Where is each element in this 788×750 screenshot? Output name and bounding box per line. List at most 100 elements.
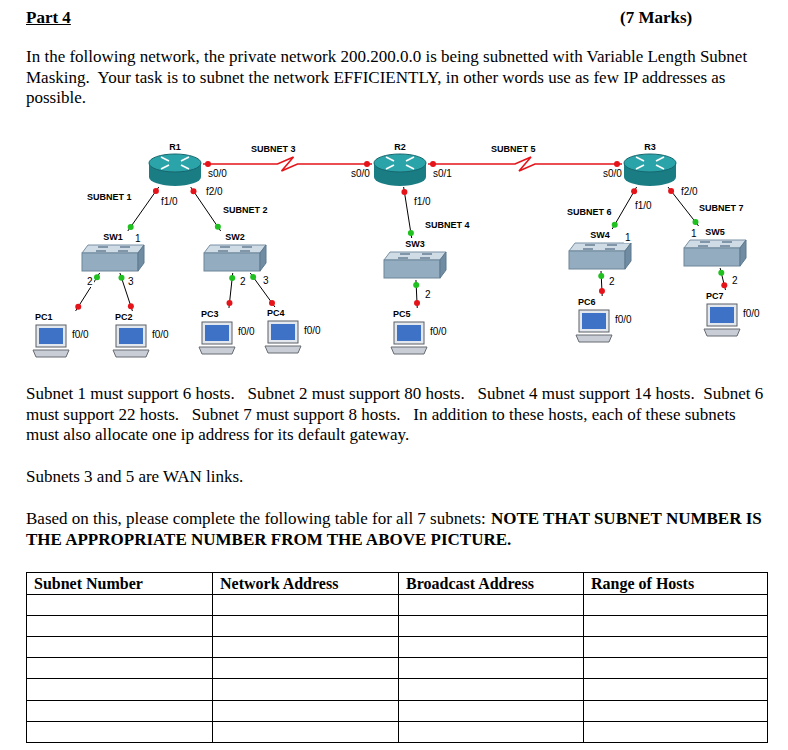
link-status-dot [153, 188, 159, 194]
link-status-dot [598, 273, 604, 279]
link-status-dot [94, 274, 100, 280]
link-status-dot [408, 230, 414, 236]
subnet-label: SUBNET 3 [250, 144, 297, 155]
switch-icon [382, 250, 448, 280]
marks-note: (7 Marks) [620, 8, 692, 28]
switch-node: SW3 [382, 238, 448, 280]
port-number: 1 [134, 233, 142, 244]
interface-name: f1/0 [413, 196, 432, 207]
switch-icon [202, 243, 268, 273]
interface-name: f0/0 [72, 329, 89, 340]
pc-icon [32, 323, 70, 359]
interface-name: f2/0 [680, 186, 699, 197]
link-status-dot [599, 288, 605, 294]
subnet-label: SUBNET 7 [698, 203, 745, 214]
port-number: 3 [262, 275, 270, 286]
subnet-label: SUBNET 5 [490, 144, 537, 155]
device-name: SW2 [202, 231, 268, 243]
network-link [250, 273, 275, 307]
network-link [668, 187, 699, 226]
table-rule [26, 594, 768, 595]
link-status-dot [128, 224, 134, 230]
interface-name: f1/0 [160, 196, 179, 207]
network-link [612, 187, 636, 229]
network-link [428, 157, 622, 171]
table-header: Network Address [220, 574, 338, 593]
link-status-dot [364, 161, 370, 167]
link-status-dot [229, 275, 235, 281]
link-status-dot [190, 188, 196, 194]
port-number: 1 [624, 232, 632, 243]
link-status-dot [612, 222, 618, 228]
switch-icon [567, 241, 633, 271]
interface-name: f0/0 [615, 314, 632, 325]
table-rule [26, 636, 768, 637]
link-status-dot [250, 274, 256, 280]
link-status-dot [668, 188, 674, 194]
device-name: R1 [147, 141, 203, 153]
interface-name: s0/1 [432, 168, 453, 179]
link-status-dot [718, 270, 724, 276]
pc-icon [112, 323, 150, 359]
link-status-dot [118, 275, 124, 281]
pc-node: PC5 f0/0 [390, 308, 447, 356]
link-status-dot [226, 300, 232, 306]
network-link [76, 273, 100, 311]
switch-icon [80, 243, 146, 273]
link-status-dot [401, 189, 407, 195]
port-number: 2 [731, 275, 739, 286]
pc-icon [390, 320, 428, 356]
interface-name: f0/0 [430, 326, 447, 337]
pc-node: PC1f0/0 [32, 311, 89, 359]
device-name: R3 [622, 141, 678, 153]
link-status-dot [631, 188, 637, 194]
link-status-dot [205, 161, 211, 167]
interface-name: f0/0 [238, 326, 255, 337]
table-header: Subnet Number [34, 574, 143, 593]
link-status-dot [414, 300, 420, 306]
device-name: PC6 [575, 296, 632, 308]
subnet-label: SUBNET 1 [86, 192, 133, 203]
pc-icon [264, 319, 302, 355]
table-header: Range of Hosts [591, 574, 694, 593]
router-icon [622, 153, 678, 187]
interface-name: s0/0 [350, 168, 371, 179]
instruction-paragraph: Based on this, please complete the follo… [26, 509, 771, 550]
port-number: 2 [608, 276, 616, 287]
router-node: R1 [147, 141, 203, 187]
port-number: 2 [239, 276, 247, 287]
link-status-dot [75, 304, 81, 310]
port-number: 1 [690, 228, 698, 239]
interface-name: f2/0 [205, 186, 224, 197]
wan-note: Subnets 3 and 5 are WAN links. [26, 467, 771, 488]
device-name: PC3 [198, 308, 255, 320]
task-paragraph: In the following network, the private ne… [26, 47, 771, 109]
device-name: PC7 [703, 290, 760, 302]
link-status-dot [413, 282, 419, 288]
interface-name: f0/0 [304, 325, 321, 336]
pc-node: PC6 f0/0 [575, 296, 632, 344]
link-status-dot [430, 161, 436, 167]
router-icon [372, 153, 428, 187]
table-header: Broadcast Address [406, 574, 534, 593]
link-status-dot [128, 303, 134, 309]
table-rule [26, 721, 768, 722]
requirements-paragraph: Subnet 1 must support 6 hosts. Subnet 2 … [26, 384, 771, 446]
interface-name: f0/0 [152, 329, 169, 340]
interface-name: f1/0 [634, 200, 653, 211]
pc-icon [198, 320, 236, 356]
device-name: PC5 [390, 308, 447, 320]
link-status-dot [721, 282, 727, 288]
pc-node: PC4 f0/0 [264, 307, 321, 355]
pc-icon [703, 302, 741, 338]
port-number: 2 [86, 276, 94, 287]
subnet-label: SUBNET 2 [222, 205, 269, 216]
pc-icon [575, 308, 613, 344]
page-heading: Part 4 [26, 8, 71, 28]
interface-name: f0/0 [743, 308, 760, 319]
router-node: R3 [622, 141, 678, 187]
device-name: PC4 [264, 307, 321, 319]
interface-name: s0/0 [602, 168, 623, 179]
